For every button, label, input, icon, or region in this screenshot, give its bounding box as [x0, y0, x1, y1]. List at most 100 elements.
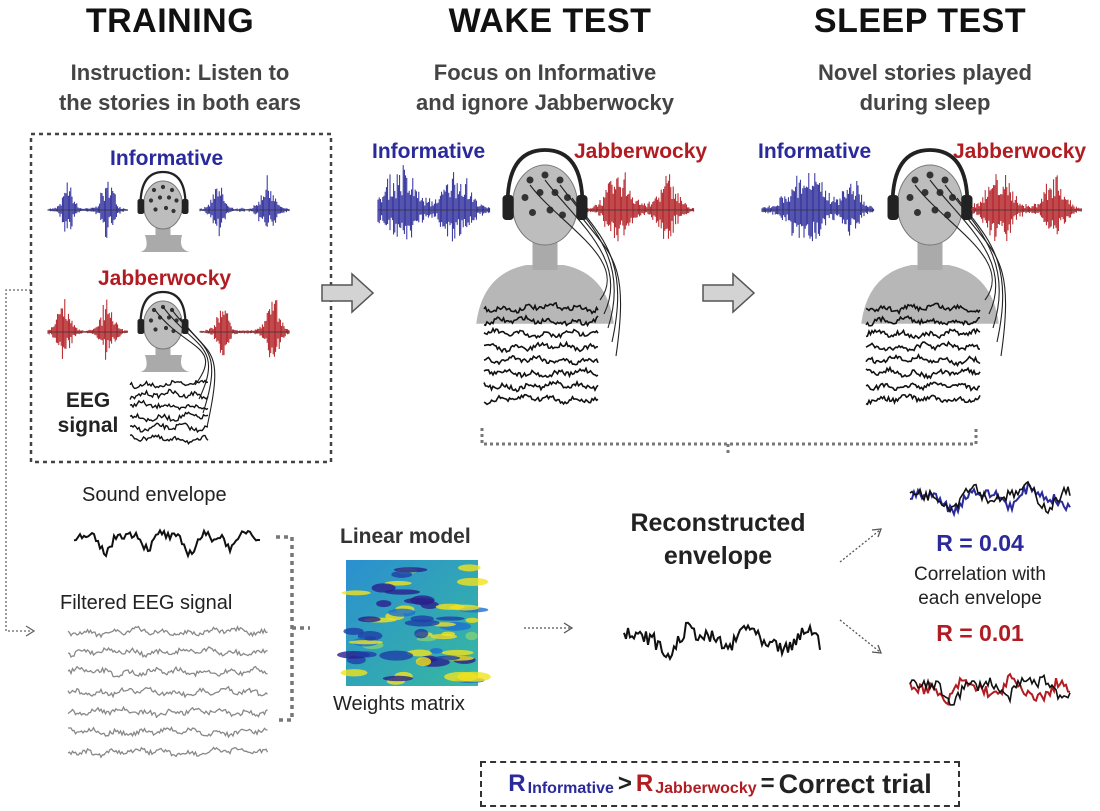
correlation-line1: Correlation with: [914, 564, 1046, 585]
waveform-icon: [971, 174, 1082, 242]
heatmap-cell: [343, 627, 364, 635]
subheader-sleep: Novel stories played during sleep: [780, 58, 1070, 118]
eeg-signal-line1: EEG: [65, 389, 111, 412]
eeg-traces-icon: [865, 302, 981, 406]
heatmap-cell: [340, 669, 368, 677]
sound-envelope-curve: [73, 528, 261, 559]
envelopes-group: [73, 480, 1071, 706]
reconstructed-envelope-label: Reconstructed envelope: [598, 507, 838, 573]
heatmap-cell: [354, 651, 377, 658]
eeg-traces-icon: [67, 625, 269, 759]
training-informative-label: Informative: [110, 147, 224, 170]
head-with-headphones-icon: [137, 170, 189, 244]
heatmap-cell: [387, 608, 416, 617]
formula-jabberwocky-subscript: Jabberwocky: [655, 780, 757, 797]
formula-informative-subscript: Informative: [527, 780, 614, 797]
sound-envelope-label: Sound envelope: [82, 484, 227, 506]
heatmap-cell: [384, 580, 412, 586]
reconstructed-line1: Reconstructed: [630, 509, 806, 537]
heatmap-cell: [429, 647, 443, 654]
waveform-icon: [377, 165, 491, 242]
formula-result: Correct trial: [778, 768, 932, 799]
heatmap-cell: [430, 633, 458, 640]
heatmap-cell: [364, 636, 377, 641]
heatmap-cell: [348, 640, 383, 645]
eeg-traces-group: [67, 301, 981, 759]
heatmap-cell: [414, 628, 429, 639]
eeg-traces-icon: [483, 301, 599, 406]
waveform-icon: [199, 175, 290, 237]
formula-r-jabberwocky: R: [635, 770, 654, 797]
waveform-icon: [199, 300, 290, 358]
subheader-wake: Focus on Informative and ignore Jabberwo…: [385, 58, 705, 118]
heatmap-cell: [379, 650, 414, 661]
heatmap-cell: [435, 616, 465, 621]
waveform-icon: [47, 299, 128, 360]
sleep-jabberwocky-label: Jabberwocky: [953, 140, 1087, 163]
heatmap-cell: [456, 577, 489, 586]
heatmap-cell: [384, 589, 421, 595]
training-connector-arrowhead: [25, 625, 36, 637]
waveform-icon: [47, 181, 128, 238]
heatmap-cell: [382, 675, 414, 682]
subheader-wake-line1: Focus on Informative: [433, 60, 657, 85]
subheader-sleep-line1: Novel stories played: [818, 60, 1032, 85]
correlation-line2: each envelope: [918, 588, 1042, 609]
informative-reconstruction-curve: [909, 480, 1071, 515]
heatmap-cell: [449, 604, 480, 611]
heatmap-cell: [457, 564, 481, 572]
r-informative-value: R = 0.04: [936, 530, 1024, 556]
wake-jabberwocky-label: Jabberwocky: [574, 140, 708, 163]
sleep-informative-label: Informative: [758, 140, 872, 163]
informative-envelope-curve: [909, 480, 1071, 518]
subheader-training-line2: the stories in both ears: [58, 90, 302, 115]
heatmap-cell: [420, 601, 439, 610]
heatmap-cell: [376, 600, 392, 608]
training-jabberwocky-label: Jabberwocky: [98, 267, 232, 290]
heatmap-cell: [441, 649, 474, 656]
correlation-label: Correlation with each envelope: [890, 563, 1070, 611]
reconstructed-envelope-curve: [623, 621, 821, 662]
jabberwocky-envelope-curve: [909, 672, 1071, 706]
model-to-reconstruction-arrow: [524, 622, 574, 634]
formula-greater-than: >: [617, 770, 632, 797]
test-bracket: [480, 428, 978, 446]
eeg-signal-line2: signal: [57, 414, 119, 437]
reconstructed-line2: envelope: [663, 542, 773, 570]
heatmap-icon: [337, 560, 491, 686]
heatmap-cell: [444, 671, 479, 682]
heatmap-cell: [434, 655, 461, 661]
head-with-headphones-icon: [861, 148, 999, 324]
heatmap-cell: [391, 570, 413, 578]
header-sleep-test: SLEEP TEST: [813, 2, 1027, 40]
head-with-headphones-icon: [476, 148, 614, 324]
header-training: TRAINING: [85, 2, 255, 40]
right-arrow-icon: [321, 272, 375, 314]
training-connector: [5, 289, 32, 632]
heatmap-cell: [415, 657, 432, 667]
heatmap-cell: [465, 617, 479, 623]
heatmap-cell: [357, 616, 381, 623]
subheader-wake-line2: and ignore Jabberwocky: [416, 90, 674, 115]
wake-informative-label: Informative: [372, 140, 486, 163]
subheader-sleep-line2: during sleep: [859, 90, 991, 115]
head-with-headphones-icon: [137, 290, 189, 364]
arrow-to-jabberwocky-match: [839, 619, 882, 654]
subheader-training-line1: Instruction: Listen to: [70, 60, 290, 85]
training-brace: [276, 535, 294, 722]
filtered-eeg-label: Filtered EEG signal: [60, 592, 233, 614]
r-jabberwocky-value: R = 0.01: [936, 620, 1024, 646]
linear-model-label: Linear model: [340, 525, 471, 548]
formula-equals: =: [760, 770, 775, 797]
waveforms-group: [47, 165, 1082, 360]
formula-r-informative: R: [508, 770, 526, 797]
heatmap-cell: [406, 649, 433, 657]
arrow-to-informative-match: [839, 528, 882, 563]
jabberwocky-reconstruction-curve: [909, 673, 1071, 706]
eeg-traces-icon: [129, 379, 209, 445]
heatmap-cell: [371, 583, 396, 593]
subheader-training: Instruction: Listen to the stories in bo…: [30, 58, 330, 118]
heatmap-cell: [341, 590, 371, 596]
heatmap-cell: [404, 619, 440, 627]
